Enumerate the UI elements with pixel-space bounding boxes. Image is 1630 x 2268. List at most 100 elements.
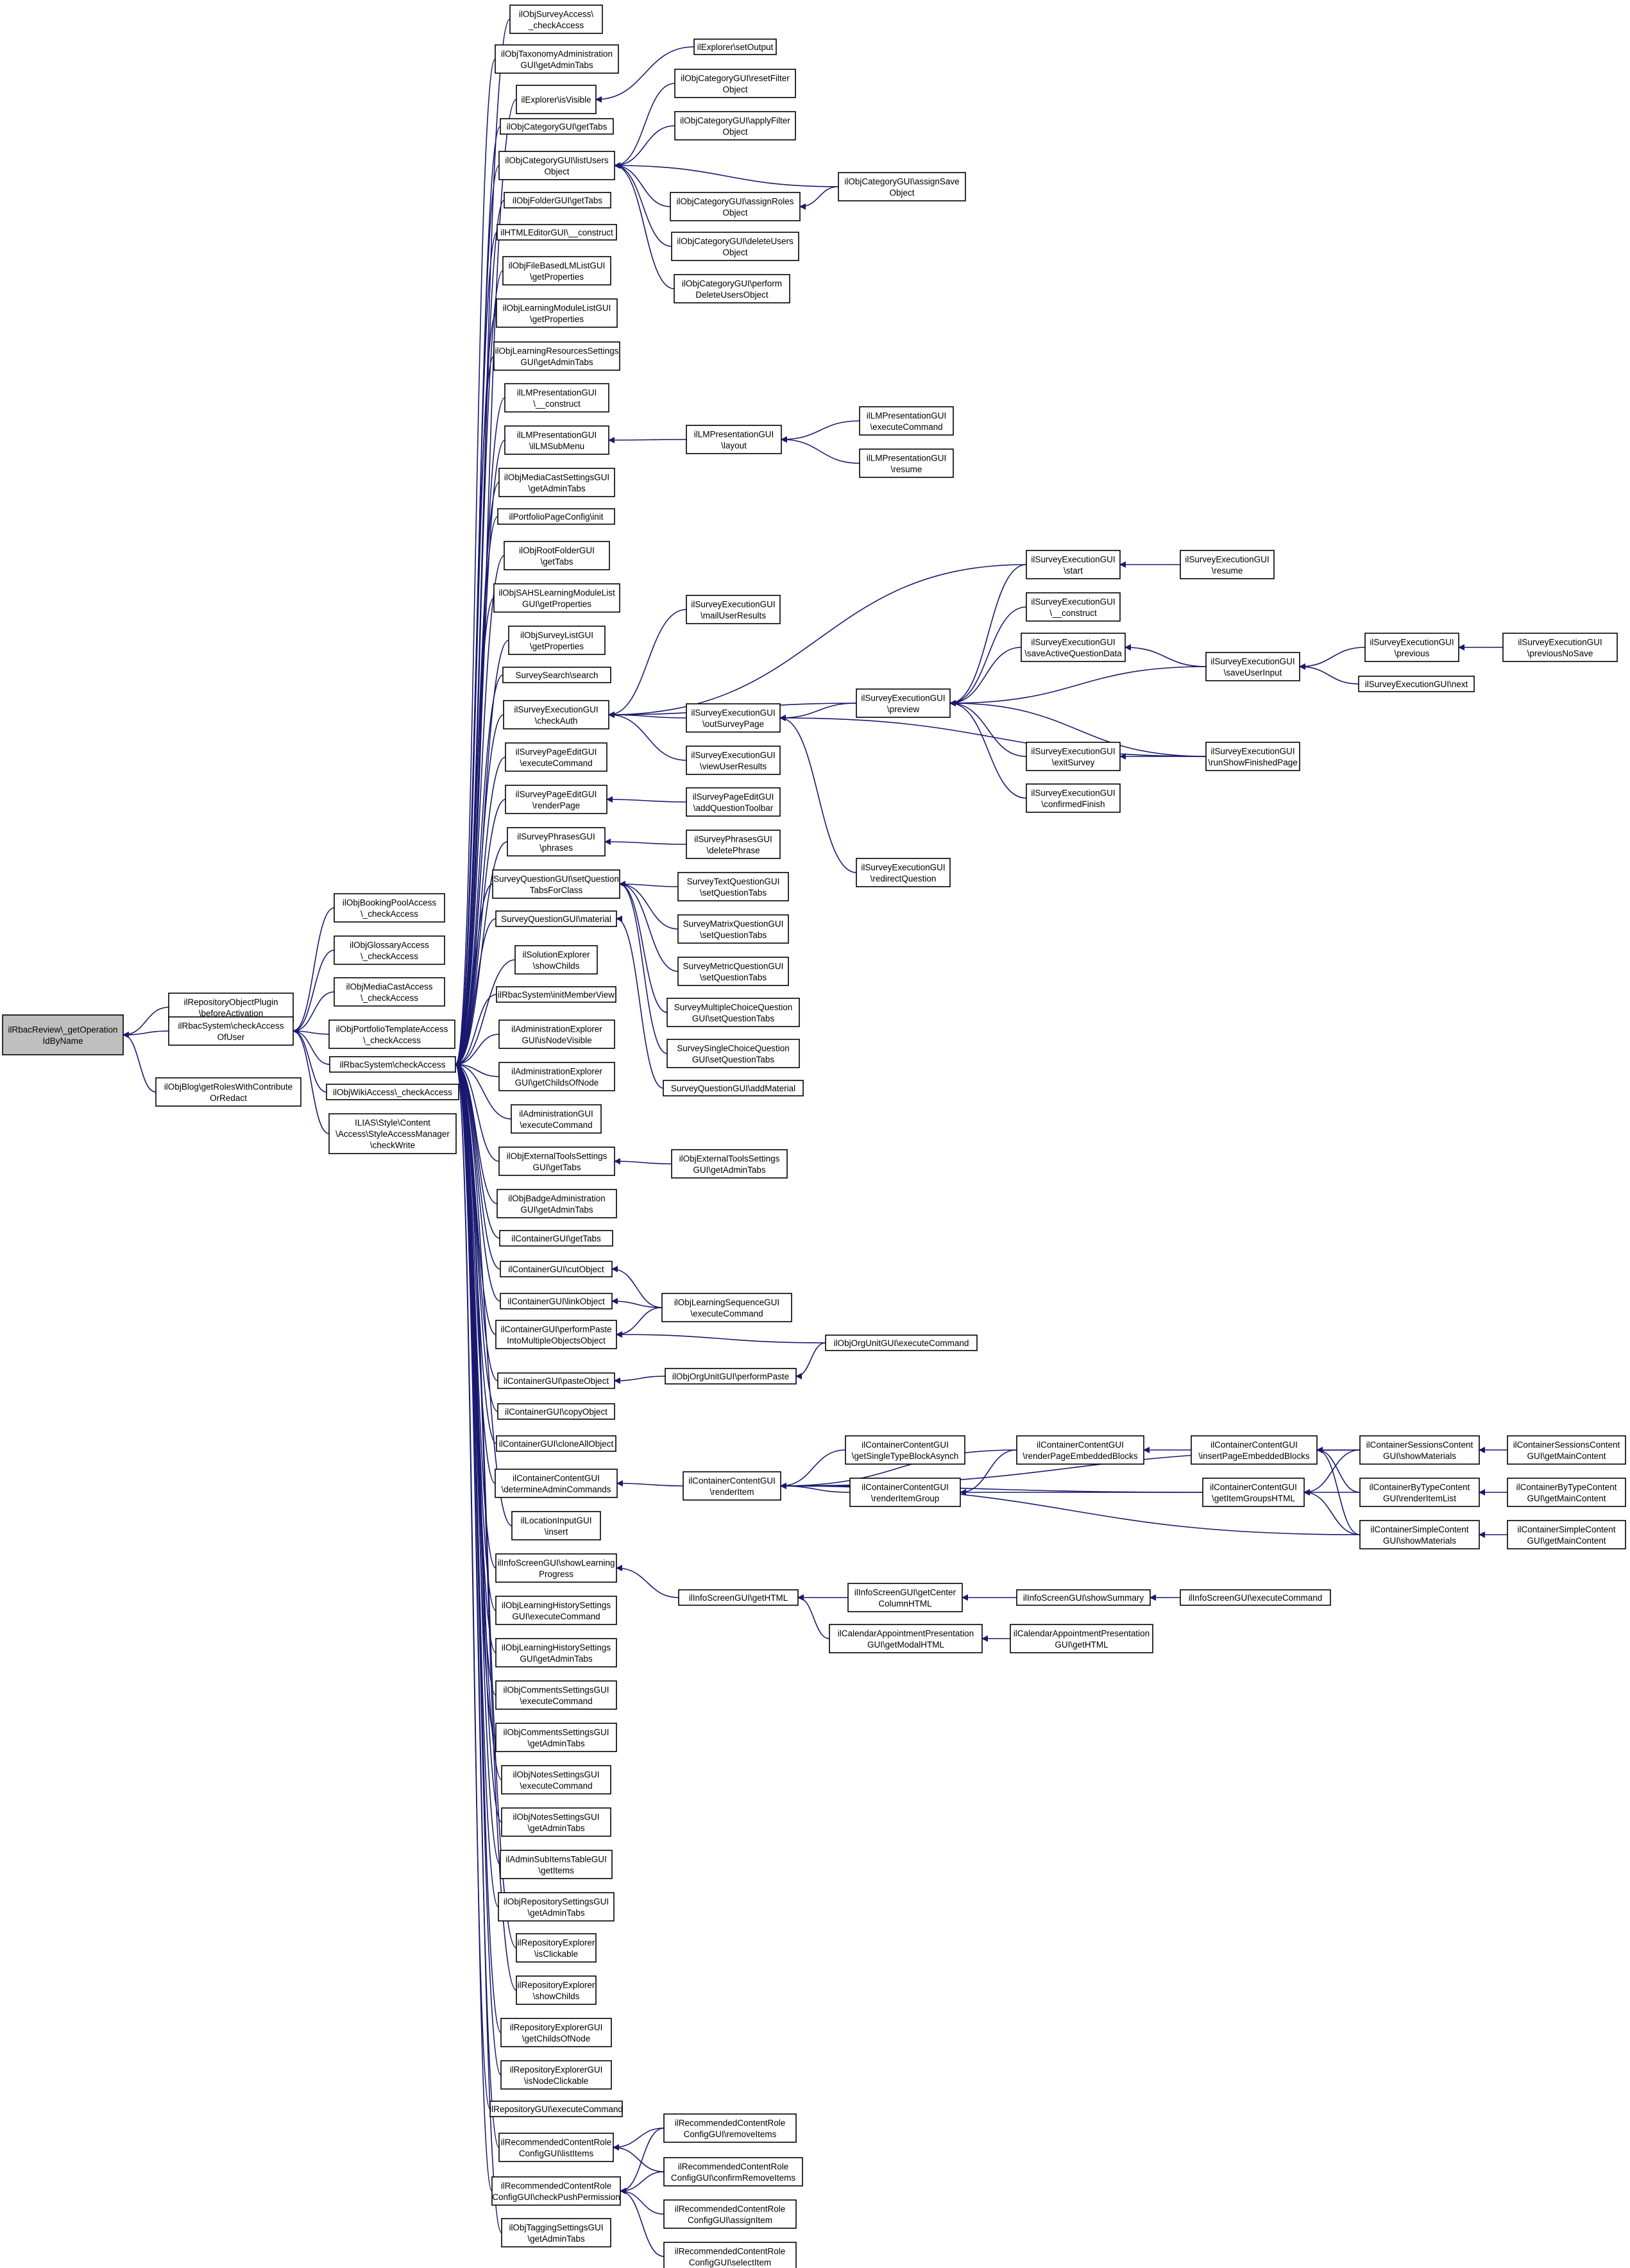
node-matrix-qtabs[interactable]: SurveyMatrixQuestionGUI\setQuestionTabs [677,914,789,944]
node-solution-expl[interactable]: ilSolutionExplorer\showChilds [514,945,598,975]
node-sx-confirmed[interactable]: ilSurveyExecutionGUI\confirmedFinish [1026,783,1121,813]
node-cont-tabs[interactable]: ilContainerGUI\getTabs [499,1230,613,1247]
node-cal-get-html[interactable]: ilCalendarAppointmentPresentationGUI\get… [1010,1624,1153,1653]
node-survey-search[interactable]: SurveySearch\search [502,667,611,683]
node-sx-save-active[interactable]: ilSurveyExecutionGUI\saveActiveQuestionD… [1021,633,1126,662]
node-folder-tabs[interactable]: ilObjFolderGUI\getTabs [504,192,611,209]
node-admin-expl-childs[interactable]: ilAdministrationExplorerGUI\getChildsOfN… [498,1062,615,1091]
node-single-qtabs[interactable]: SurveySingleChoiceQuestionGUI\setQuestio… [666,1039,800,1068]
node-sq-add-material[interactable]: SurveyQuestionGUI\addMaterial [663,1080,804,1096]
node-admin-expl-visible[interactable]: ilAdministrationExplorerGUI\isNodeVisibl… [498,1019,615,1049]
node-info-exec[interactable]: ilInfoScreenGUI\executeCommand [1180,1589,1331,1606]
node-sx-redirect[interactable]: ilSurveyExecutionGUI\redirectQuestion [856,858,951,887]
node-lm-list-gui[interactable]: ilObjLearningModuleListGUI\getProperties [496,298,618,328]
node-cc-groups-html[interactable]: ilContainerContentGUI\getItemGroupsHTML [1202,1478,1305,1507]
node-portfolio-cfg[interactable]: ilPortfolioPageConfig\init [497,508,615,525]
node-sx-previous-no-save[interactable]: ilSurveyExecutionGUI\previousNoSave [1502,633,1618,662]
node-cc-render-item[interactable]: ilContainerContentGUI\renderItem [683,1471,781,1501]
node-phrases-delete[interactable]: ilSurveyPhrasesGUI\deletePhrase [686,830,781,859]
node-sx-check-auth[interactable]: ilSurveyExecutionGUI\checkAuth [503,700,609,729]
node-sq-set-tabs[interactable]: SurveyQuestionGUI\setQuestionTabsForClas… [492,869,620,899]
node-sx-out-survey[interactable]: ilSurveyExecutionGUI\outSurveyPage [686,703,781,733]
node-sx-construct[interactable]: ilSurveyExecutionGUI\__construct [1026,592,1121,622]
node-notes-tabs[interactable]: ilObjNotesSettingsGUI\getAdminTabs [501,1807,611,1837]
node-explorer-visible[interactable]: ilExplorer\isVisible [516,85,597,114]
node-comm-tabs[interactable]: ilObjCommentsSettingsGUI\getAdminTabs [495,1723,617,1752]
node-rbac-init-member[interactable]: ilRbacSystem\initMemberView [496,986,616,1003]
node-cont-paste[interactable]: ilContainerGUI\pasteObject [497,1372,615,1389]
node-rc-remove[interactable]: ilRecommendedContentRoleConfigGUI\remove… [663,2113,797,2143]
node-sx-save-input[interactable]: ilSurveyExecutionGUI\saveUserInput [1205,652,1300,681]
node-admin-exec[interactable]: ilAdministrationGUI\executeCommand [511,1104,602,1134]
node-sess-show[interactable]: ilContainerSessionsContentGUI\showMateri… [1359,1435,1480,1465]
node-cat-get-tabs[interactable]: ilObjCategoryGUI\getTabs [500,118,614,135]
node-info-summary[interactable]: ilInfoScreenGUI\showSummary [1016,1589,1151,1606]
node-repo-expl-childs[interactable]: ilRepositoryExplorer\showChilds [516,1975,597,2005]
node-sx-exit[interactable]: ilSurveyExecutionGUI\exitSurvey [1026,742,1121,771]
node-style-mgr[interactable]: ILIAS\Style\Content\Access\StyleAccessMa… [328,1113,457,1154]
node-simple-show[interactable]: ilContainerSimpleContentGUI\showMaterial… [1359,1520,1480,1549]
node-lr-settings[interactable]: ilObjLearningResourcesSettingsGUI\getAdm… [493,341,620,371]
node-rc-select[interactable]: ilRecommendedContentRoleConfigGUI\select… [663,2242,797,2268]
node-info-get-html[interactable]: ilInfoScreenGUI\getHTML [678,1589,799,1606]
node-cont-link[interactable]: ilContainerGUI\linkObject [500,1293,613,1309]
node-media-cast-settings[interactable]: ilObjMediaCastSettingsGUI\getAdminTabs [498,468,615,497]
node-root-folder-tabs[interactable]: ilObjRootFolderGUI\getTabs [504,541,610,570]
node-sq-material[interactable]: SurveyQuestionGUI\material [495,910,617,927]
node-sp-edit-exec[interactable]: ilSurveyPageEditGUI\executeCommand [505,742,607,772]
node-lh-exec[interactable]: ilObjLearningHistorySettingsGUI\executeC… [495,1596,617,1625]
node-sx-start[interactable]: ilSurveyExecutionGUI\start [1026,550,1121,579]
node-by-type-render[interactable]: ilContainerByTypeContentGUI\renderItemLi… [1359,1478,1480,1507]
node-sess-main[interactable]: ilContainerSessionsContentGUI\getMainCon… [1507,1435,1626,1465]
node-cc-render-group[interactable]: ilContainerContentGUI\renderItemGroup [849,1478,961,1507]
node-loc-input[interactable]: ilLocationInputGUI\insert [511,1511,601,1540]
node-rc-confirm-remove[interactable]: ilRecommendedContentRoleConfigGUI\confir… [663,2157,803,2187]
node-check-access[interactable]: ilRbacSystem\checkAccess [329,1056,456,1073]
node-sx-resume[interactable]: ilSurveyExecutionGUI\resume [1180,550,1275,579]
node-ext-tools-admin-tabs[interactable]: ilObjExternalToolsSettingsGUI\getAdminTa… [671,1149,788,1179]
node-sx-preview[interactable]: ilSurveyExecutionGUI\preview [856,688,951,718]
node-cc-single-block[interactable]: ilContainerContentGUI\getSingleTypeBlock… [845,1435,965,1465]
node-lh-tabs[interactable]: ilObjLearningHistorySettingsGUI\getAdmin… [495,1638,617,1667]
node-sx-mail-user[interactable]: ilSurveyExecutionGUI\mailUserResults [686,595,781,624]
node-rc-list-items[interactable]: ilRecommendedContentRoleConfigGUI\listIt… [498,2133,614,2162]
node-portfolio-tpl[interactable]: ilObjPortfolioTemplateAccess\_checkAcces… [328,1019,455,1049]
node-ls-exec[interactable]: ilObjLearningSequenceGUI\executeCommand [661,1293,792,1322]
node-wiki-acc[interactable]: ilObjWikiAccess\_checkAccess [326,1084,459,1100]
node-cont-cut[interactable]: ilContainerGUI\cutObject [500,1261,613,1277]
node-lm-pres-exec[interactable]: ilLMPresentationGUI\executeCommand [859,406,954,436]
node-rc-assign[interactable]: ilRecommendedContentRoleConfigGUI\assign… [663,2199,797,2229]
node-by-type-main[interactable]: ilContainerByTypeContentGUI\getMainConte… [1507,1478,1626,1507]
node-repo-settings-tabs[interactable]: ilObjRepositorySettingsGUI\getAdminTabs [498,1892,615,1922]
node-text-qtabs[interactable]: SurveyTextQuestionGUI\setQuestionTabs [677,872,789,901]
node-repo-expl-guichilds[interactable]: ilRepositoryExplorerGUI\getChildsOfNode [500,2018,612,2047]
node-tagging-tabs[interactable]: ilObjTaggingSettingsGUI\getAdminTabs [501,2218,611,2247]
node-sx-run-show[interactable]: ilSurveyExecutionGUI\runShowFinishedPage [1205,742,1300,771]
node-glossary-acc[interactable]: ilObjGlossaryAccess\_checkAccess [334,935,445,965]
node-html-editor[interactable]: ilHTMLEditorGUI\__construct [497,224,617,241]
node-cc-insert-embedded[interactable]: ilContainerContentGUI\insertPageEmbedded… [1191,1435,1318,1465]
node-notes-exec[interactable]: ilObjNotesSettingsGUI\executeCommand [501,1765,611,1795]
node-media-cast-acc[interactable]: ilObjMediaCastAccess\_checkAccess [334,977,445,1007]
node-cal-modal[interactable]: ilCalendarAppointmentPresentationGUI\get… [829,1624,983,1653]
node-cont-copy[interactable]: ilContainerGUI\copyObject [497,1403,615,1420]
node-sx-next[interactable]: ilSurveyExecutionGUI\next [1358,676,1475,692]
node-cc-determine[interactable]: ilContainerContentGUI\determineAdminComm… [495,1469,618,1498]
node-booking-pool[interactable]: ilObjBookingPoolAccess\_checkAccess [334,893,445,923]
node-lm-pres-resume[interactable]: ilLMPresentationGUI\resume [859,448,954,478]
node-repo-expl-guiclick[interactable]: ilRepositoryExplorerGUI\isNodeClickable [500,2060,612,2090]
node-repo-expl-click[interactable]: ilRepositoryExplorer\isClickable [516,1933,597,1963]
node-tax-admin[interactable]: ilObjTaxonomyAdministrationGUI\getAdminT… [495,44,619,74]
node-phrases[interactable]: ilSurveyPhrasesGUI\phrases [507,827,606,857]
node-sahs-lm[interactable]: ilObjSAHSLearningModuleListGUI\getProper… [493,583,620,613]
